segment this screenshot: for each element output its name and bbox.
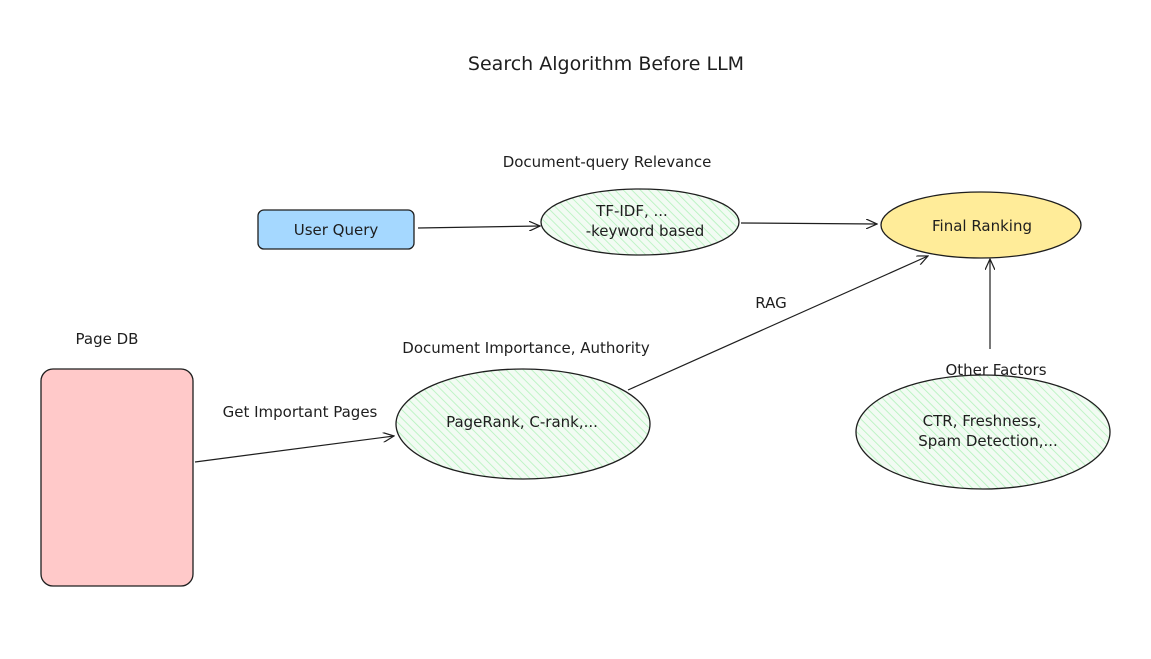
final-ranking-node[interactable]: Final Ranking	[880, 191, 1082, 259]
user-query-node[interactable]: User Query	[257, 209, 415, 250]
pagerank-node[interactable]: PageRank, C-rank,...	[395, 368, 651, 480]
arrow-pagerank-to-final	[627, 256, 928, 391]
arrow-pagedb-to-pagerank	[194, 436, 394, 463]
arrow-tfidf-to-final	[740, 223, 877, 224]
diagram-title: Search Algorithm Before LLM	[468, 53, 744, 75]
pagerank-label: PageRank, C-rank,...	[446, 413, 598, 431]
final-ranking-label: Final Ranking	[932, 217, 1032, 235]
tfidf-node[interactable]: TF-IDF, ... -keyword based	[540, 188, 740, 256]
doc-importance-label: Document Importance, Authority	[402, 339, 650, 357]
page-db-label: Page DB	[76, 330, 139, 348]
other-factors-label: Other Factors	[945, 361, 1046, 379]
final-ranking-ellipse	[880, 191, 1082, 259]
tfidf-line1: TF-IDF, ...	[595, 202, 668, 220]
user-query-label: User Query	[294, 221, 379, 239]
get-important-pages-label: Get Important Pages	[223, 403, 378, 421]
arrow-userquery-to-tfidf	[417, 226, 540, 228]
doc-query-relevance-label: Document-query Relevance	[503, 153, 712, 171]
user-query-box	[257, 209, 415, 250]
other-factors-line2: Spam Detection,...	[918, 432, 1058, 450]
tfidf-line2: -keyword based	[586, 222, 705, 240]
other-factors-node[interactable]: CTR, Freshness, Spam Detection,...	[855, 374, 1111, 490]
rag-label: RAG	[755, 294, 786, 312]
other-factors-line1: CTR, Freshness,	[923, 412, 1042, 430]
page-db-box[interactable]	[40, 368, 194, 587]
pagerank-ellipse	[395, 368, 651, 480]
other-factors-ellipse	[855, 374, 1111, 490]
